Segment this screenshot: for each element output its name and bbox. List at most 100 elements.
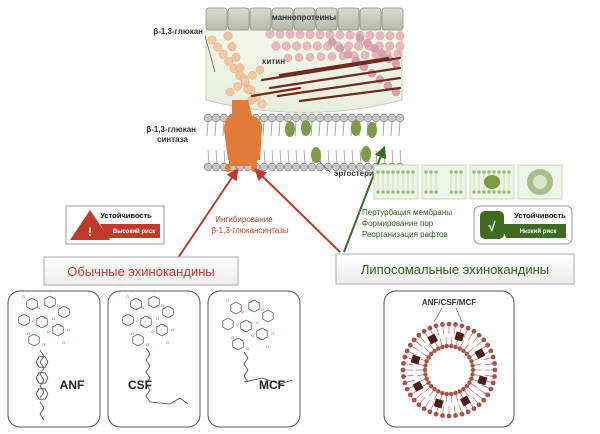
glucan-bead [395,31,405,41]
lipid-head [453,413,458,418]
lipid-head [211,113,221,123]
atom-o: O [161,303,164,308]
lipid-head [371,113,381,123]
lipid-head [402,380,408,386]
lipid-tail [474,363,482,366]
atom-o: O [126,294,129,299]
lipid-head [492,374,497,379]
lipid-head [267,162,277,172]
mini-lipid [454,190,458,194]
glucan-bead [213,42,222,52]
side-chain-mcf [243,377,293,385]
conventional-heading-box: Обычные эхинокандины [43,256,239,286]
badge-risk: Низкий риск [520,228,557,235]
lipid-tail [484,363,493,366]
lipid-head [471,328,477,334]
lipid-head [485,392,491,398]
mini-lipid [396,190,400,194]
lipid-tail [470,383,478,388]
badge-symbol: √ [488,219,496,234]
plasma-membrane [203,113,405,172]
lipid-tail [415,393,423,400]
ring [18,313,30,327]
mini-lipid [507,170,511,174]
ergosterol [301,120,311,136]
lipid-tail [419,396,426,404]
lipid-head [488,386,494,392]
lipid-tail [390,121,393,137]
glucan-bead [365,31,375,40]
lipid-head [436,346,441,351]
atom-o: O [261,307,264,312]
lipid-tail [458,404,462,413]
lipid-head [444,343,449,349]
lipid-head [416,332,422,338]
warning-triangle-icon [70,210,110,240]
mini-lipid [472,190,476,194]
lipid-head [407,392,413,398]
mini-lipid [406,170,410,174]
mini-lipid [459,190,463,194]
lipid-tail [420,352,428,357]
ring [28,333,40,347]
lipid-tail [295,149,298,165]
lipid-head [203,113,213,123]
glucan-bead [325,30,335,40]
mannoprotein [381,7,404,31]
atom-o: O [251,333,254,338]
lipid-head [422,367,428,373]
lipid-head [465,325,471,331]
mini-lipid [449,170,453,174]
lipid-head [387,113,397,123]
ring [222,317,234,331]
lipid-head [323,162,333,172]
lipid-head [355,113,365,123]
glucan-bead [335,44,345,53]
lipid-head [440,390,445,396]
glucan-bead [271,41,281,51]
lipid-head [355,162,365,172]
mini-pore [438,170,450,194]
badge-ribbon [100,224,160,238]
lipid-head [470,372,475,377]
lipid-head [411,337,417,343]
glucan-bead [327,52,337,61]
lipid-head [470,367,476,373]
lipid-head [267,113,277,123]
side-chain [145,347,151,403]
lipid-head [440,413,445,418]
lipid-tail [334,121,337,137]
lipid-tail [406,379,415,383]
lipid-tail [445,395,447,403]
mini-lipid [477,190,481,194]
atom-o: O [131,331,134,336]
glucan-bead [385,31,395,41]
lipid-tail [424,400,430,408]
lipid-tail [453,405,456,414]
lipid-tail [433,393,438,400]
lipid-head [291,162,301,172]
atom-o: O [236,322,239,327]
lipid-head [331,113,341,123]
lipid-head [488,348,494,354]
lipid-tail [351,149,354,165]
echinocandin-molecule [412,380,424,392]
lipid-head [446,413,452,419]
lipid-head [400,367,406,373]
glucan-bead [225,87,235,97]
lipid-head [421,328,427,334]
lipid-head [339,113,349,123]
lipid-tail [279,149,282,165]
chitin-strand [298,86,402,103]
atom-o: O [226,298,229,303]
lipid-tail [408,351,417,356]
lipid-tail [445,337,447,345]
mini-lipid [376,170,380,174]
heading-liposomal: Липосомальные эхинокандины [361,262,549,277]
glucan-bead [385,41,395,51]
badge-title: Устойчивость [514,211,566,220]
glucan-bead [275,29,285,39]
